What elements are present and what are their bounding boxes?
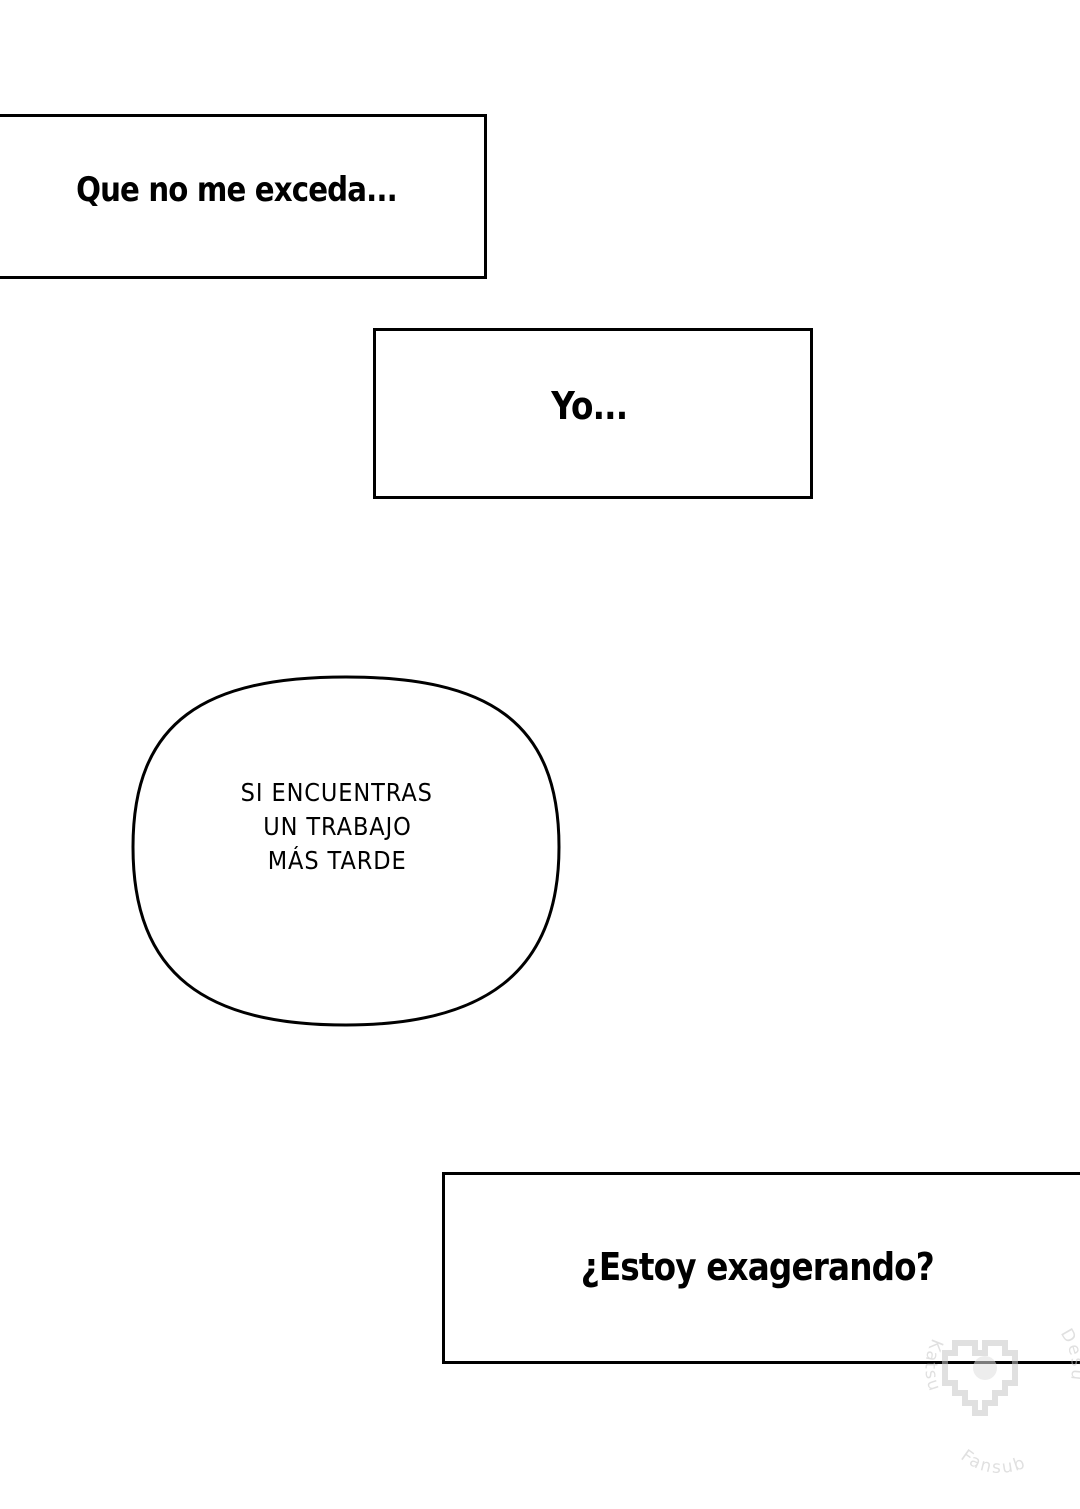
bubble-line-2: UN TRABAJO [262,812,412,841]
speech-bubble-text: SI ENCUENTRAS UN TRABAJO MÁS TARDE [131,651,543,1003]
watermark-word-bottom: Fansub [957,1446,1029,1478]
caption-text-third: ¿Estoy exagerando? [580,1245,934,1289]
speech-bubble: SI ENCUENTRAS UN TRABAJO MÁS TARDE [131,675,561,1027]
bubble-line-1: SI ENCUENTRAS [240,778,434,807]
watermark-logo: Katsu Fansub Desu [905,1318,1080,1493]
caption-box-second: Yo... [373,328,813,499]
caption-text-first: Que no me exceda... [76,169,398,210]
caption-box-first: Que no me exceda... [0,114,487,279]
caption-box-third: ¿Estoy exagerando? [442,1172,1080,1364]
speech-bubble-outline [131,675,561,1027]
bubble-line-3: MÁS TARDE [267,846,407,875]
caption-text-second: Yo... [550,383,628,428]
watermark-word-right: Desu [1056,1325,1080,1383]
pixel-heart-icon: Katsu Fansub Desu [920,1325,1080,1478]
